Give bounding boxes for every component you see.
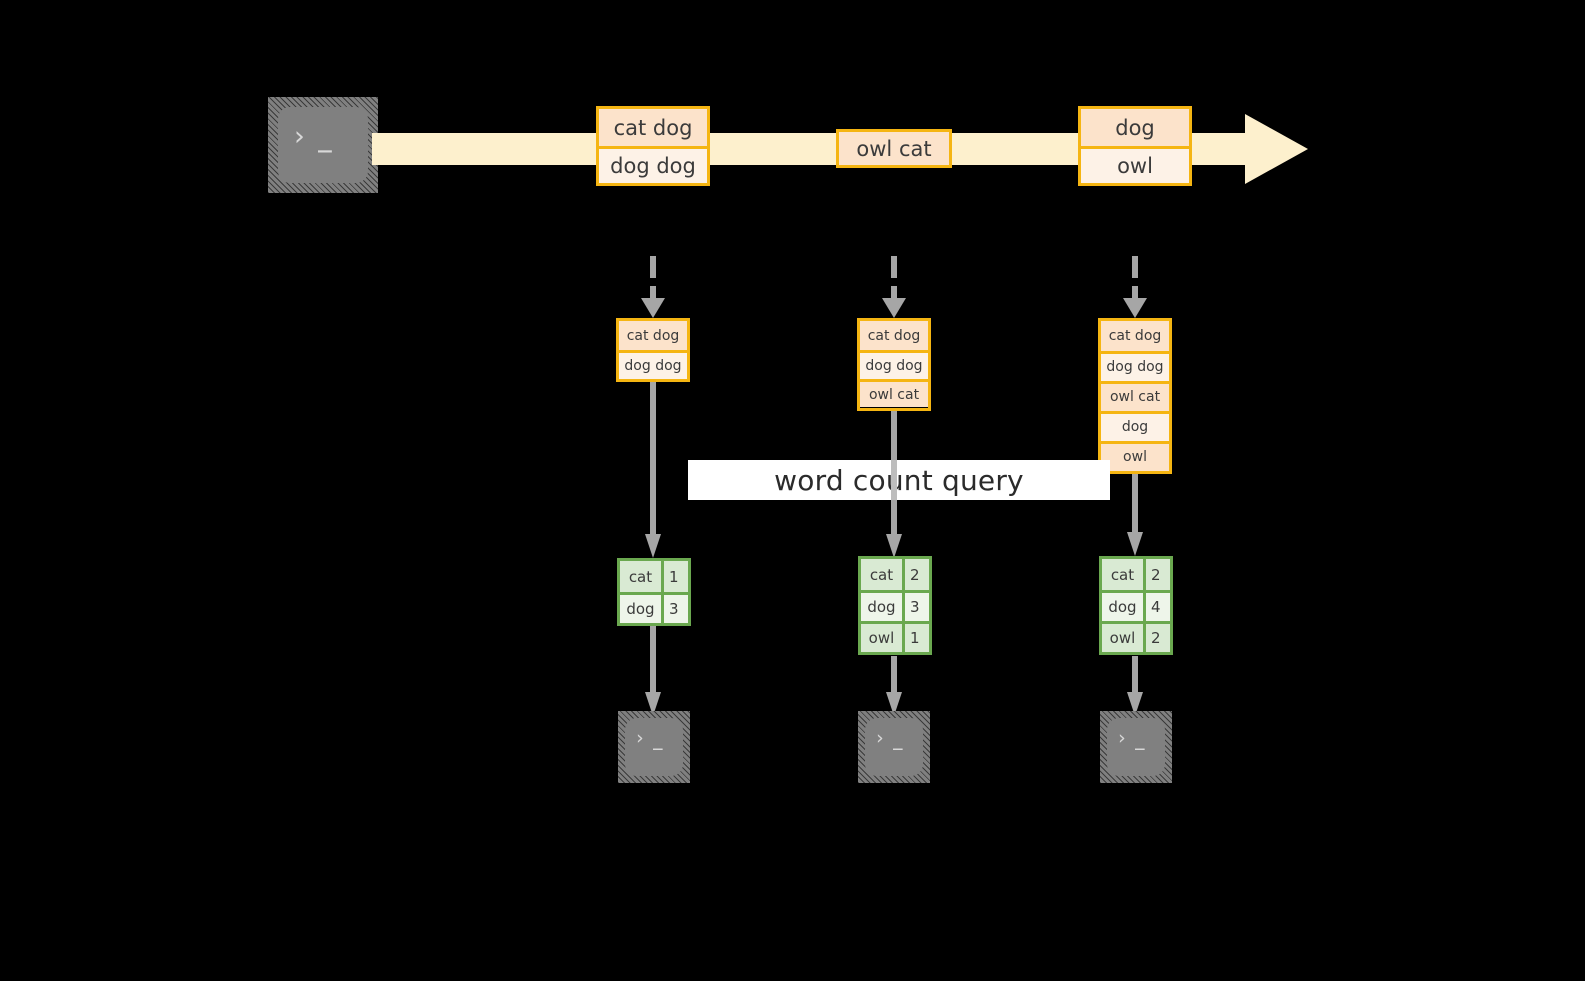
- stream-record-line: dog dog: [599, 146, 707, 183]
- result-word: cat: [620, 561, 664, 592]
- result-row: dog 3: [861, 590, 929, 621]
- result-word: owl: [1102, 624, 1146, 652]
- terminal-underscore-icon: _: [318, 127, 332, 153]
- result-row: cat 2: [1102, 559, 1170, 590]
- banner-label: word count query: [774, 463, 1024, 497]
- batch-2-input-stack: cat dog dog dog owl cat: [857, 318, 931, 411]
- result-count: 4: [1145, 593, 1170, 621]
- batch-input-line: cat dog: [1101, 321, 1169, 351]
- result-word: dog: [1102, 593, 1146, 621]
- batch-input-line: dog dog: [860, 350, 928, 379]
- batch-input-line: owl: [1101, 440, 1169, 471]
- stream-record-line: owl: [1081, 146, 1189, 183]
- result-word: cat: [861, 559, 905, 590]
- terminal-underscore-icon: _: [1135, 731, 1145, 750]
- stream-record-3: dog owl: [1078, 106, 1192, 186]
- stream-record-1: cat dog dog dog: [596, 106, 710, 186]
- word-count-query-banner: word count query: [688, 460, 1110, 500]
- terminal-underscore-icon: _: [893, 731, 903, 750]
- result-row: dog 3: [620, 592, 688, 623]
- result-word: owl: [861, 624, 905, 652]
- batch-input-line: owl cat: [1101, 380, 1169, 411]
- source-terminal-icon: › _: [268, 97, 378, 193]
- query-arrow-batch-3: [1127, 474, 1143, 556]
- sink-arrow-batch-3: [1127, 656, 1143, 716]
- result-count: 1: [904, 624, 929, 652]
- batch-3-result-table: cat 2 dog 4 owl 2: [1099, 556, 1173, 655]
- terminal-chevron-icon: ›: [634, 727, 646, 749]
- result-row: owl 1: [861, 621, 929, 652]
- batch-1-result-table: cat 1 dog 3: [617, 558, 691, 626]
- stream-record-2: owl cat: [836, 129, 952, 168]
- stream-record-line: dog: [1081, 109, 1189, 146]
- sink-terminal-1-icon: › _: [618, 711, 690, 783]
- result-word: dog: [861, 593, 905, 621]
- feed-arrow-batch-3: [1123, 256, 1147, 318]
- batch-input-line: dog dog: [619, 350, 687, 379]
- sink-arrow-batch-1: [645, 626, 661, 716]
- feed-arrow-batch-2: [882, 256, 906, 318]
- result-count: 2: [1145, 624, 1170, 652]
- feed-arrow-batch-1: [641, 256, 665, 318]
- sink-terminal-3-icon: › _: [1100, 711, 1172, 783]
- result-row: dog 4: [1102, 590, 1170, 621]
- query-arrow-batch-2-overlay: [886, 460, 902, 500]
- result-count: 3: [904, 593, 929, 621]
- terminal-chevron-icon: ›: [291, 121, 308, 152]
- batch-input-line: cat dog: [860, 321, 928, 350]
- result-word: cat: [1102, 559, 1146, 590]
- result-count: 3: [663, 595, 688, 623]
- result-count: 2: [1145, 559, 1170, 590]
- batch-input-line: owl cat: [860, 379, 928, 407]
- batch-input-line: dog dog: [1101, 350, 1169, 381]
- stream-record-line: cat dog: [599, 109, 707, 146]
- batch-3-input-stack: cat dog dog dog owl cat dog owl: [1098, 318, 1172, 474]
- result-count: 1: [663, 561, 688, 592]
- sink-arrow-batch-2: [886, 656, 902, 716]
- batch-input-line: cat dog: [619, 321, 687, 350]
- terminal-underscore-icon: _: [653, 731, 663, 750]
- batch-2-result-table: cat 2 dog 3 owl 1: [858, 556, 932, 655]
- result-row: cat 2: [861, 559, 929, 590]
- result-word: dog: [620, 595, 664, 623]
- result-count: 2: [904, 559, 929, 590]
- query-arrow-batch-1: [645, 382, 661, 558]
- result-row: cat 1: [620, 561, 688, 592]
- terminal-chevron-icon: ›: [874, 727, 886, 749]
- sink-terminal-2-icon: › _: [858, 711, 930, 783]
- result-row: owl 2: [1102, 621, 1170, 652]
- terminal-chevron-icon: ›: [1116, 727, 1128, 749]
- batch-1-input-stack: cat dog dog dog: [616, 318, 690, 382]
- batch-input-line: dog: [1101, 410, 1169, 441]
